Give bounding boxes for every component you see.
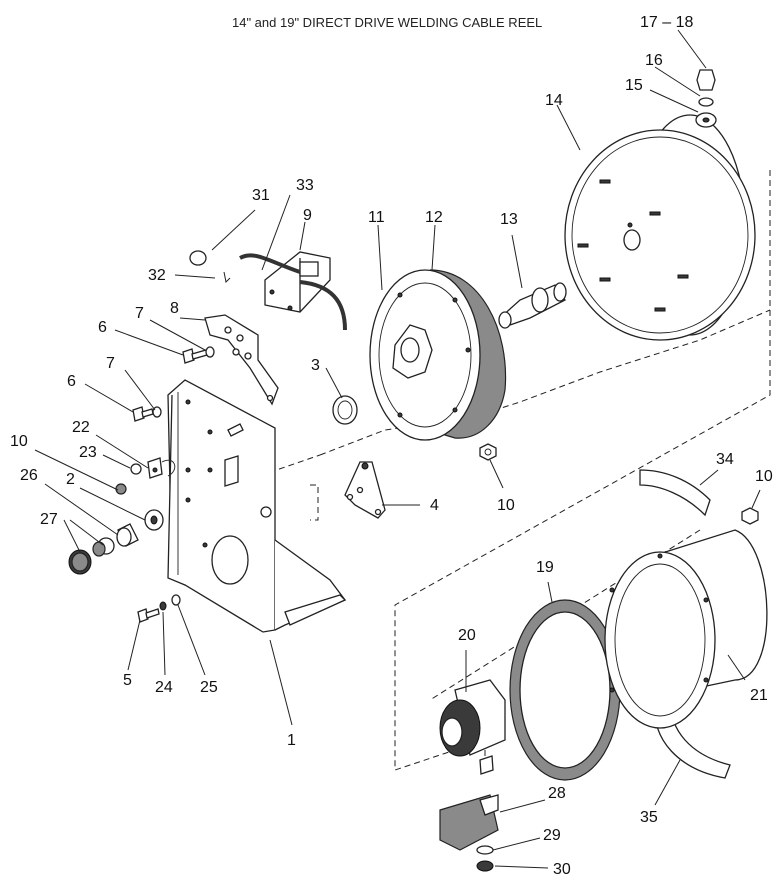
bolt-and-washer-set <box>132 346 215 422</box>
callout-7a: 7 <box>135 305 144 322</box>
callout-29: 29 <box>543 827 561 844</box>
callout-35: 35 <box>640 809 658 826</box>
reel-flange <box>564 114 756 341</box>
hub-nut <box>479 443 497 461</box>
callout-13: 13 <box>500 211 518 228</box>
base-bolt <box>137 594 181 623</box>
swivel-shaft <box>498 282 567 329</box>
diagram-title: 14" and 19" DIRECT DRIVE WELDING CABLE R… <box>232 15 542 30</box>
callout-2: 2 <box>66 471 75 488</box>
callout-10a: 10 <box>10 433 28 450</box>
callout-15: 15 <box>625 77 643 94</box>
callout-7b: 7 <box>106 355 115 372</box>
callout-26: 26 <box>20 467 38 484</box>
callout-3: 3 <box>311 357 320 374</box>
inlet-fitting <box>695 69 717 128</box>
callout-6a: 6 <box>98 319 107 336</box>
brush-holder <box>239 251 347 331</box>
callout-30: 30 <box>553 861 571 878</box>
cam-plate <box>344 461 386 519</box>
callout-16: 16 <box>645 52 663 69</box>
callout-6b: 6 <box>67 373 76 390</box>
drive-hub-disc <box>369 269 507 441</box>
clamp-block <box>439 794 499 872</box>
callout-22: 22 <box>72 419 90 436</box>
leader-lines <box>34 29 761 869</box>
callout-34: 34 <box>716 451 734 468</box>
callout-21: 21 <box>750 687 768 704</box>
callout-23: 23 <box>79 444 97 461</box>
hose-fitting <box>68 523 139 575</box>
coupler <box>439 679 506 775</box>
callout-5: 5 <box>123 672 132 689</box>
callout-8: 8 <box>170 300 179 317</box>
callout-11: 11 <box>368 209 385 226</box>
callout-33: 33 <box>296 177 314 194</box>
callout-1: 1 <box>287 732 296 749</box>
callout-19: 19 <box>536 559 554 576</box>
stud-assembly <box>115 457 176 531</box>
callout-14: 14 <box>545 92 563 109</box>
callout-32: 32 <box>148 267 166 284</box>
cover-nut <box>741 507 759 525</box>
motor-cover <box>604 529 768 729</box>
gasket <box>509 599 621 781</box>
callout-24: 24 <box>155 679 173 696</box>
callout-9: 9 <box>303 207 312 224</box>
callout-4: 4 <box>430 497 439 514</box>
callout-27: 27 <box>40 511 58 528</box>
callout-labels: 17 – 18 16 15 14 13 12 11 33 31 9 32 8 7… <box>10 14 773 878</box>
callout-10b: 10 <box>497 497 515 514</box>
callout-12: 12 <box>425 209 443 226</box>
bearing <box>332 395 358 425</box>
mounting-bracket <box>204 314 279 406</box>
base-frame <box>167 379 347 633</box>
callout-25: 25 <box>200 679 218 696</box>
callout-17-18: 17 – 18 <box>640 14 693 31</box>
callout-10c: 10 <box>755 468 773 485</box>
callout-28: 28 <box>548 785 566 802</box>
callout-31: 31 <box>252 187 270 204</box>
terminal-clip <box>189 250 231 284</box>
callout-20: 20 <box>458 627 476 644</box>
